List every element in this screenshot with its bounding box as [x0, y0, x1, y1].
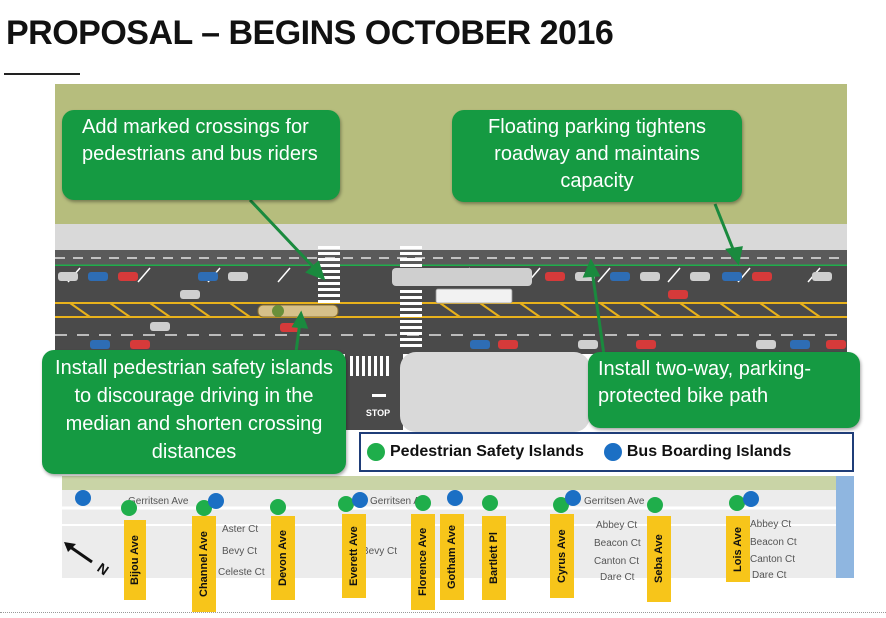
pedestrian-island-marker: [647, 497, 663, 513]
map-label-bevy-ct: Bevy Ct: [222, 546, 258, 557]
corner-block: [400, 352, 590, 432]
callout-marked-crossings: Add marked crossings for pedestrians and…: [62, 110, 340, 200]
street-label-cyrus-ave: Cyrus Ave: [550, 514, 574, 598]
street-label-everett-ave: Everett Ave: [342, 514, 366, 598]
map-grass: [62, 476, 854, 490]
map-label-gerritsen-west: Gerritsen Ave: [128, 496, 189, 507]
map-label-canton-ct-2: Canton Ct: [750, 554, 796, 565]
map-label-canton-ct: Canton Ct: [594, 556, 640, 567]
pedestrian-island-marker: [729, 495, 745, 511]
bus-island-marker: [208, 493, 224, 509]
pedestrian-island-marker: [415, 495, 431, 511]
map-label-abbey-ct: Abbey Ct: [596, 520, 638, 531]
street-label-seba-ave: Seba Ave: [647, 516, 671, 602]
pedestrian-island-marker: [270, 499, 286, 515]
stop-bar: [372, 394, 386, 397]
bus-island-marker: [743, 491, 759, 507]
crosswalk-west: [318, 246, 340, 303]
map-label-celeste-ct: Celeste Ct: [218, 567, 265, 578]
north-arrow-icon: N: [64, 542, 112, 578]
pedestrian-island: [257, 304, 339, 318]
map-label-gerritsen-mid: Gerritsen Ave: [370, 496, 431, 507]
crosswalk-east: [400, 246, 422, 347]
bus: [435, 288, 513, 304]
map-label-beacon-ct-2: Beacon Ct: [750, 537, 797, 548]
callout-floating-parking: Floating parking tightens roadway and ma…: [452, 110, 742, 202]
map-label-dare-ct-2: Dare Ct: [752, 570, 787, 581]
street-label-bijou-ave: Bijou Ave: [124, 520, 146, 600]
pedestrian-island-marker-icon: [367, 443, 385, 461]
legend: Pedestrian Safety Islands Bus Boarding I…: [359, 432, 854, 472]
bus-boarding-island: [392, 268, 532, 286]
map-label-beacon-ct: Beacon Ct: [594, 538, 641, 549]
bus-island-marker: [75, 490, 91, 506]
map-label-aster-ct: Aster Ct: [222, 524, 259, 535]
pedestrian-island-marker: [121, 500, 137, 516]
page-title: PROPOSAL – BEGINS OCTOBER 2016: [6, 14, 614, 52]
callout-pedestrian-islands: Install pedestrian safety islands to dis…: [42, 350, 346, 474]
stop-marking: STOP: [366, 408, 390, 418]
bus-island-marker: [447, 490, 463, 506]
map-water: [836, 476, 854, 578]
street-label-florence-ave: Florence Ave: [411, 514, 435, 610]
sidewalk: [55, 224, 847, 250]
pedestrian-island-marker: [338, 496, 354, 512]
bus-island-marker: [565, 490, 581, 506]
north-label: N: [94, 559, 111, 578]
bus-island-marker: [352, 492, 368, 508]
bus-island-marker-icon: [603, 443, 622, 461]
street-label-gotham-ave: Gotham Ave: [440, 514, 464, 600]
callout-bike-path: Install two-way, parking-protected bike …: [588, 352, 860, 428]
map-label-bevy-ct-2: Bevy Ct: [362, 546, 398, 557]
crosswalk-side: [350, 356, 389, 376]
island-tree: [272, 305, 284, 317]
map-label-dare-ct: Dare Ct: [600, 572, 635, 583]
pedestrian-island-marker: [482, 495, 498, 511]
legend-pedestrian-label: Pedestrian Safety Islands: [390, 443, 584, 460]
title-underline: [4, 73, 80, 75]
street-label-devon-ave: Devon Ave: [271, 516, 295, 600]
street-label-bartlett-pl: Bartlett Pl: [482, 516, 506, 600]
callout-arrows: [248, 198, 743, 356]
street-label-channel-ave: Channel Ave: [192, 516, 216, 612]
map-label-gerritsen-east: Gerritsen Ave: [584, 496, 645, 507]
bottom-divider: [0, 612, 886, 613]
street-label-lois-ave: Lois Ave: [726, 516, 750, 582]
legend-bus-label: Bus Boarding Islands: [626, 443, 792, 460]
map-label-abbey-ct-2: Abbey Ct: [750, 519, 792, 530]
